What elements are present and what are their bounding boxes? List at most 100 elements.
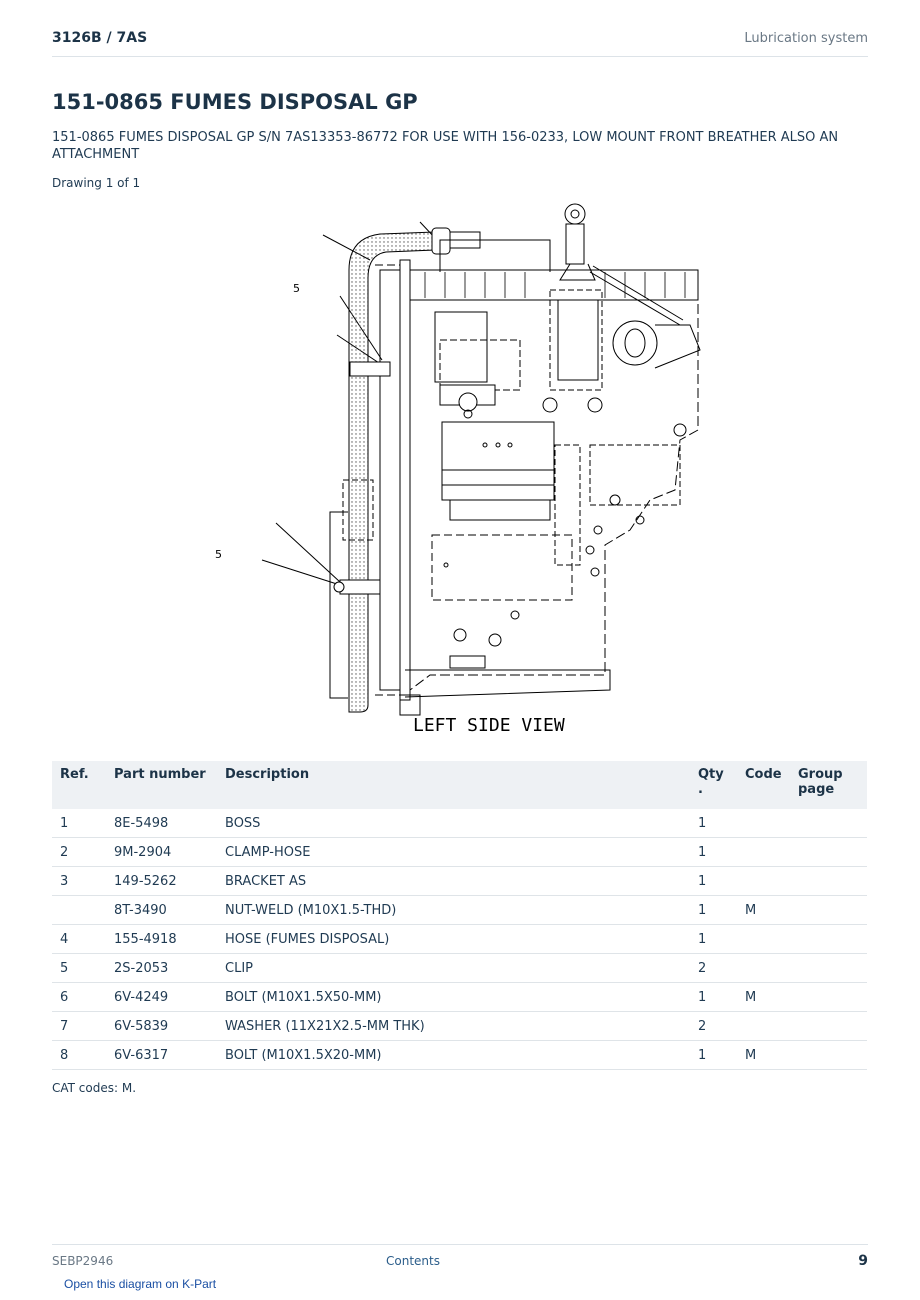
cell-part-number: 8E-5498 [106, 809, 217, 838]
clip [339, 579, 381, 595]
cell-code: M [737, 895, 790, 925]
cell-group-page [790, 953, 867, 983]
contents-link[interactable]: Contents [386, 1254, 440, 1268]
cell-ref [52, 895, 106, 925]
table-row: 2 9M-2904 CLAMP-HOSE 1 [52, 837, 867, 867]
model-label: 3126B / 7AS [52, 30, 148, 46]
cell-qty: 1 [690, 924, 737, 954]
damper [329, 511, 348, 699]
table-row: 7 6V-5839 WASHER (11X21X2.5-MM THK) 2 [52, 1011, 867, 1041]
view-label: LEFT SIDE VIEW [413, 715, 565, 736]
cell-qty: 1 [690, 837, 737, 867]
cell-code [737, 809, 790, 838]
cell-qty: 2 [690, 953, 737, 983]
document-id: SEBP2946 [52, 1254, 114, 1268]
parts-table: Ref. Part number Description Qty . Code … [52, 761, 867, 1070]
table-row: 8 6V-6317 BOLT (M10X1.5X20-MM) 1 M [52, 1040, 867, 1070]
cell-ref: 3 [52, 866, 106, 896]
page-footer: SEBP2946 Contents 9 [52, 1244, 868, 1275]
ecm-module [441, 421, 555, 501]
cell-ref: 2 [52, 837, 106, 867]
cell-group-page [790, 895, 867, 925]
cat-codes-note: CAT codes: M. [52, 1081, 137, 1095]
cell-part-number: 149-5262 [106, 866, 217, 896]
callout-label: 5 [215, 548, 222, 561]
cell-description: BOSS [217, 809, 690, 838]
table-row: 6 6V-4249 BOLT (M10X1.5X50-MM) 1 M [52, 982, 867, 1012]
cell-description: BRACKET AS [217, 866, 690, 896]
cell-group-page [790, 809, 867, 838]
breather-housing [549, 289, 603, 391]
fumes-hose [348, 231, 436, 713]
pump-end [612, 320, 658, 366]
cell-group-page [790, 924, 867, 954]
table-row: 1 8E-5498 BOSS 1 [52, 809, 867, 838]
filter-body [434, 311, 488, 383]
col-part-number: Part number [106, 761, 217, 809]
cell-part-number: 8T-3490 [106, 895, 217, 925]
cell-qty: 1 [690, 809, 737, 838]
cell-part-number: 9M-2904 [106, 837, 217, 867]
cell-ref: 1 [52, 809, 106, 838]
cell-part-number: 6V-6317 [106, 1040, 217, 1070]
bracket [349, 361, 391, 377]
cell-group-page [790, 1011, 867, 1041]
cell-ref: 6 [52, 982, 106, 1012]
table-row: 8T-3490 NUT-WELD (M10X1.5-THD) 1 M [52, 895, 867, 925]
col-group-page: Group page [790, 761, 867, 809]
cell-qty: 1 [690, 1040, 737, 1070]
page-number: 9 [858, 1253, 868, 1269]
cell-qty: 1 [690, 866, 737, 896]
col-description: Description [217, 761, 690, 809]
page-header: 3126B / 7AS Lubrication system [52, 26, 868, 57]
cell-ref: 5 [52, 953, 106, 983]
drawing-count: Drawing 1 of 1 [52, 176, 141, 190]
table-row: 4 155-4918 HOSE (FUMES DISPOSAL) 1 [52, 924, 867, 954]
table-row: 3 149-5262 BRACKET AS 1 [52, 866, 867, 896]
section-label: Lubrication system [744, 31, 868, 46]
cell-qty: 1 [690, 895, 737, 925]
cell-qty: 1 [690, 982, 737, 1012]
callout-label: 5 [293, 282, 300, 295]
cell-ref: 4 [52, 924, 106, 954]
hose-fitting [431, 227, 451, 255]
page-title: 151-0865 FUMES DISPOSAL GP [52, 90, 418, 114]
cell-part-number: 155-4918 [106, 924, 217, 954]
cell-code [737, 924, 790, 954]
cell-description: BOLT (M10X1.5X20-MM) [217, 1040, 690, 1070]
cell-description: CLIP [217, 953, 690, 983]
cell-code [737, 1011, 790, 1041]
cell-group-page [790, 982, 867, 1012]
cell-group-page [790, 866, 867, 896]
parts-diagram: 5 5 LEFT SIDE VIEW [215, 203, 701, 736]
leader-line [275, 522, 341, 583]
engine-outline [409, 269, 699, 691]
group-description: 151-0865 FUMES DISPOSAL GP S/N 7AS13353-… [52, 130, 839, 162]
cell-ref: 7 [52, 1011, 106, 1041]
col-code: Code [737, 761, 790, 809]
table-row: 5 2S-2053 CLIP 2 [52, 953, 867, 983]
cell-description: CLAMP-HOSE [217, 837, 690, 867]
cell-group-page [790, 1040, 867, 1070]
cell-code: M [737, 1040, 790, 1070]
cell-description: BOLT (M10X1.5X50-MM) [217, 982, 690, 1012]
cell-part-number: 6V-5839 [106, 1011, 217, 1041]
cell-description: HOSE (FUMES DISPOSAL) [217, 924, 690, 954]
cell-code: M [737, 982, 790, 1012]
cell-part-number: 2S-2053 [106, 953, 217, 983]
table-header-row: Ref. Part number Description Qty . Code … [52, 761, 867, 809]
col-qty: Qty . [690, 761, 737, 809]
cell-code [737, 953, 790, 983]
open-kpart-link[interactable]: Open this diagram on K-Part [64, 1277, 217, 1291]
cell-description: WASHER (11X21X2.5-MM THK) [217, 1011, 690, 1041]
col-ref: Ref. [52, 761, 106, 809]
cell-qty: 2 [690, 1011, 737, 1041]
cell-code [737, 837, 790, 867]
cell-part-number: 6V-4249 [106, 982, 217, 1012]
filler-cap [564, 203, 586, 225]
cell-code [737, 866, 790, 896]
leader-line [261, 559, 341, 586]
cell-ref: 8 [52, 1040, 106, 1070]
cell-group-page [790, 837, 867, 867]
cell-description: NUT-WELD (M10X1.5-THD) [217, 895, 690, 925]
